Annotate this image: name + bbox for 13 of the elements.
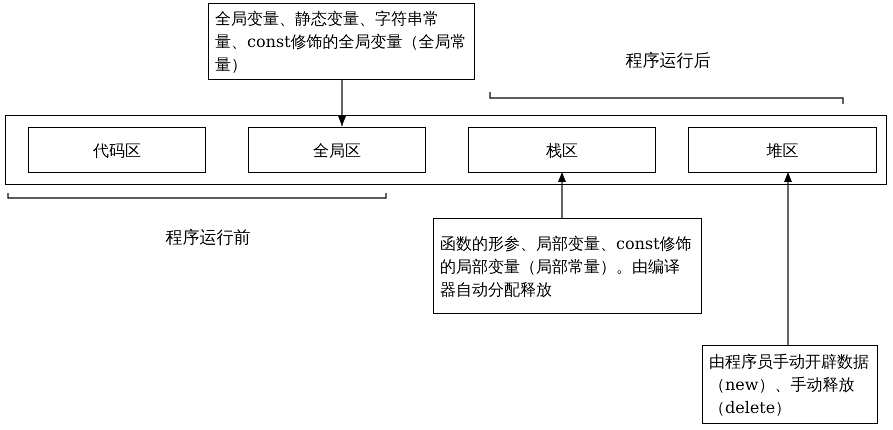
memory-area-box: 全局区	[248, 127, 426, 173]
note-box: 函数的形参、局部变量、const修饰的局部变量（局部常量）。由编译器自动分配释放	[433, 218, 702, 314]
memory-area-box: 堆区	[688, 127, 877, 173]
bracket-label: 程序运行前	[166, 226, 250, 248]
arrow	[558, 172, 566, 218]
arrow	[784, 172, 792, 345]
note-box: 由程序员手动开辟数据（new）、手动释放（delete）	[702, 345, 878, 424]
bracket-label: 程序运行后	[626, 50, 710, 72]
memory-area-box: 栈区	[468, 127, 656, 173]
memory-area-box: 代码区	[28, 127, 206, 173]
arrow	[338, 80, 346, 126]
memory-layout-box	[5, 115, 887, 185]
note-box: 全局变量、静态变量、字符串常量、const修饰的全局变量（全局常量）	[208, 3, 475, 80]
